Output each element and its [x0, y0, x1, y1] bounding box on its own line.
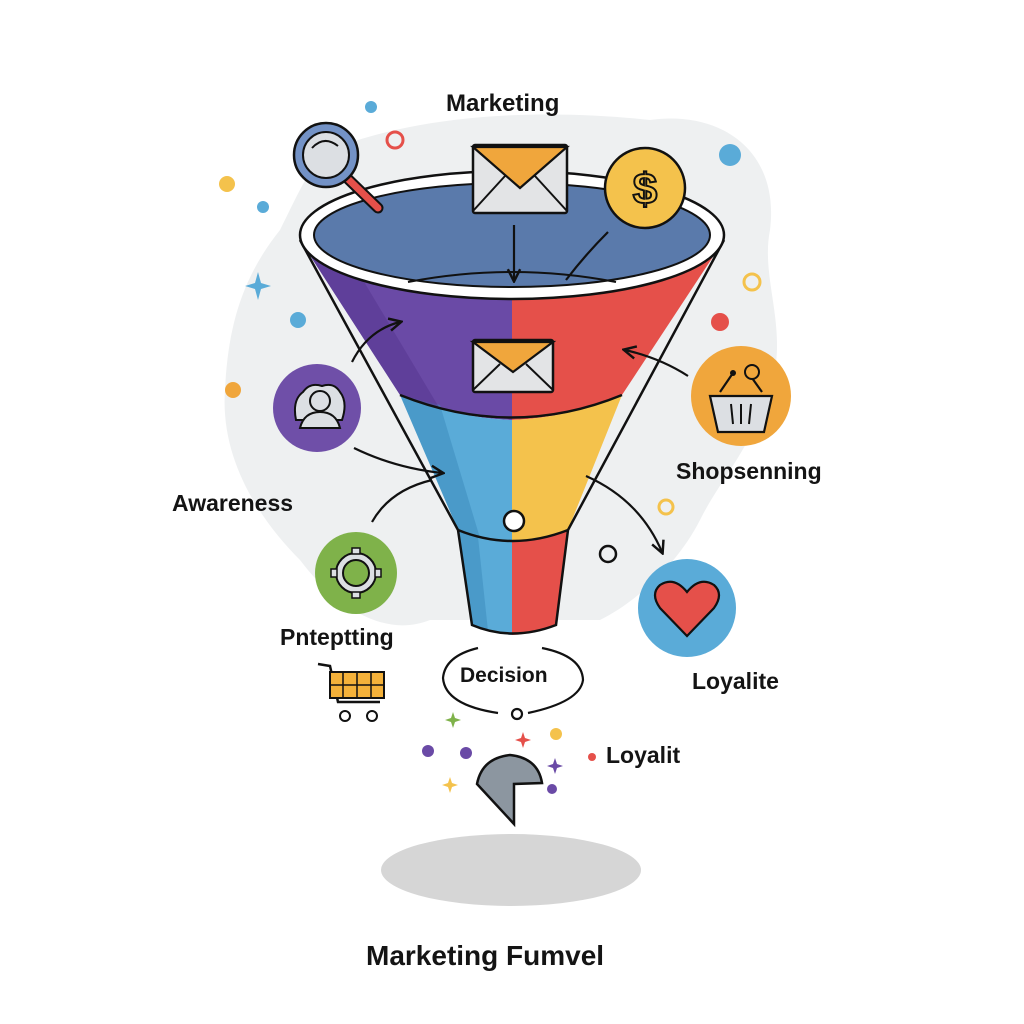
label-decision: Decision — [460, 664, 548, 687]
ground-shadow — [381, 834, 641, 906]
label-marketing: Marketing — [446, 90, 560, 117]
label-targeting: Pnteptting — [280, 624, 394, 650]
label-shopping: Shopsenning — [676, 458, 822, 484]
flow-arrows — [351, 225, 689, 552]
shopping-cart-icon — [317, 662, 385, 722]
envelope-icon — [469, 338, 557, 394]
envelope-icon — [470, 143, 570, 215]
people-icon — [273, 364, 361, 452]
label-loyalty-right: Loyalite — [692, 668, 779, 694]
label-awareness: Awareness — [172, 490, 294, 516]
funnel — [298, 169, 726, 635]
magnifier-icon — [292, 121, 384, 214]
pie-piece-icon — [475, 753, 544, 828]
diagram-title: Marketing Fumvel — [366, 940, 605, 971]
decorative-dots — [219, 101, 762, 564]
heart-icon — [638, 559, 736, 657]
target-icon — [315, 532, 397, 614]
label-loyalty-bottom: Loyalit — [606, 742, 681, 768]
svg-text:$: $ — [633, 165, 657, 214]
decision-bubble — [441, 646, 585, 721]
basket-icon — [691, 346, 791, 446]
dollar-coin-icon: $ — [603, 146, 687, 230]
sparkles — [422, 712, 596, 794]
